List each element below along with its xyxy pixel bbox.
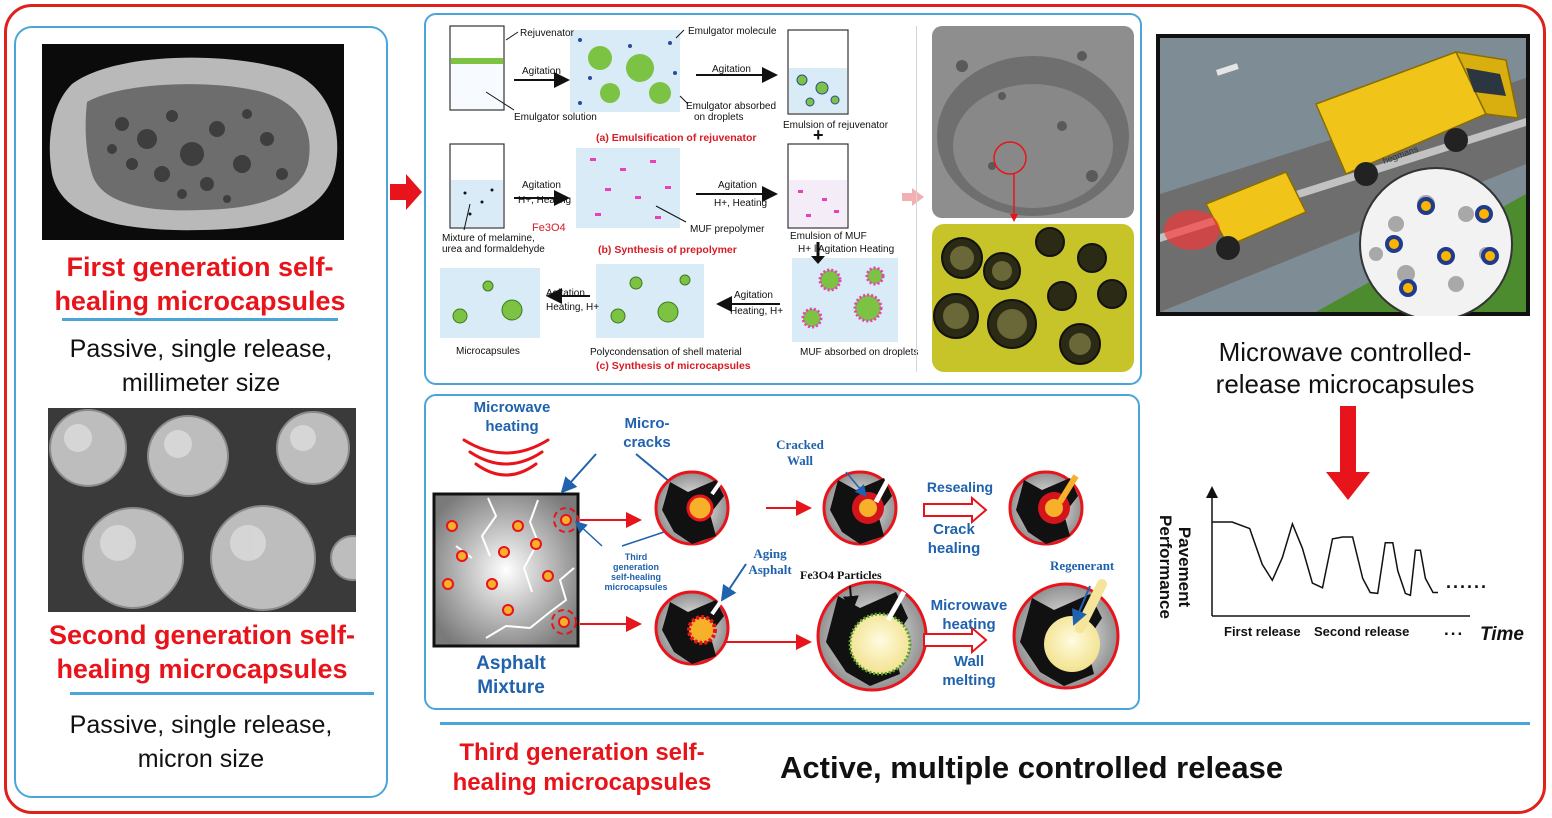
down-arrow-icon (1326, 406, 1370, 500)
first-gen-title: First generation self- healing microcaps… (54, 252, 346, 316)
panel-synthesis-process (424, 13, 1142, 385)
chart-xlabel: Time (1480, 624, 1525, 645)
active-release-summary: Active, multiple controlled release (780, 750, 1284, 785)
chart-series-line (1212, 521, 1438, 597)
label-micro-cracks: Micro- cracks (623, 415, 671, 451)
label-heating-b1: H+, Heating (518, 195, 572, 206)
label-polycondensation: Polycondensation of shell material (590, 347, 742, 358)
healing-mechanism-diagram (432, 438, 1120, 692)
chart-ylabel: Pavement Performance (1156, 515, 1194, 619)
label-heating-b2: H+, Heating (714, 198, 768, 209)
label-crack-healing: Crack healing (927, 521, 981, 557)
label-muf-prepolymer: MUF prepolymer (690, 224, 765, 235)
red-arrow-icon (390, 174, 422, 210)
third-gen-divider (440, 722, 1530, 725)
panel-passive-generations (14, 26, 388, 798)
first-gen-ct-image (42, 44, 344, 240)
label-emulsion-muf: Emulsion of MUF (790, 231, 867, 242)
label-agitation-b2: Agitation (718, 180, 757, 191)
label-fe3o4: Fe3O4 (532, 222, 566, 234)
second-gen-title: Second generation self- healing microcap… (48, 620, 356, 684)
performance-chart (1206, 486, 1470, 617)
label-cracked-wall: Cracked Wall (776, 437, 824, 468)
chart-annotation-ellipsis: ... (1444, 620, 1465, 639)
caption-emulsification: (a) Emulsification of rejuvenator (596, 132, 757, 144)
label-regenerant: Regenerant (1050, 558, 1115, 573)
microwave-truck-image: hegmans (1156, 34, 1530, 316)
label-heating-c2: Heating, H+ (730, 306, 784, 317)
label-agitation-c2: Agitation (734, 290, 773, 301)
label-asphalt-mixture: Asphalt Mixture (476, 653, 546, 698)
chart-trailing-dots: ...... (1446, 572, 1489, 592)
label-emulgator-absorbed: Emulgator absorbed on droplets (686, 101, 777, 123)
plus-sign: + (813, 125, 824, 145)
label-rejuvenator: Rejuvenator (520, 28, 574, 39)
label-mixture: Mixture of melamine, urea and formaldehy… (442, 233, 545, 255)
label-agitation-a1: Agitation (522, 66, 561, 77)
third-gen-title: Third generation self- healing microcaps… (452, 739, 712, 796)
label-mw-heating: Microwave heating (930, 597, 1008, 633)
label-heating-c1: Heating, H+ (546, 302, 600, 313)
microwave-caps-title: Microwave controlled- release microcapsu… (1215, 337, 1475, 399)
label-emulgator-molecule: Emulgator molecule (688, 26, 777, 37)
microcapsule-photos (932, 26, 1134, 372)
second-gen-divider (70, 692, 374, 695)
first-gen-description: Passive, single release, millimeter size (69, 335, 333, 397)
chart-annotation-second-release: Second release (1314, 624, 1410, 639)
second-gen-sem-image (48, 408, 356, 612)
faint-arrow-icon (902, 188, 924, 206)
label-wall-melting: Wall melting (942, 653, 996, 689)
process-separator (916, 26, 917, 372)
label-emulgator-solution: Emulgator solution (514, 112, 597, 123)
caption-prepolymer: (b) Synthesis of prepolymer (598, 244, 737, 256)
synthesis-process-diagram (440, 25, 898, 342)
label-agitation-heating: H+ ‖Agitation Heating (798, 244, 895, 255)
label-aging-asphalt: Aging Asphalt (748, 546, 792, 577)
label-agitation-c1: Agitation (546, 288, 585, 299)
label-microcapsules: Microcapsules (456, 346, 520, 357)
label-agitation-a2: Agitation (712, 64, 751, 75)
first-gen-divider (62, 318, 338, 321)
chart-annotation-first-release: First release (1224, 624, 1301, 639)
label-agitation-b1: Agitation (522, 180, 561, 191)
label-emulsion-rejuvenator: Emulsion of rejuvenator (783, 120, 889, 131)
outer-frame (4, 4, 1546, 814)
label-muf-absorbed: MUF absorbed on droplets (800, 347, 919, 358)
label-third-gen-microcapsules: Third generation self-healing microcapsu… (604, 552, 668, 592)
second-gen-description: Passive, single release, micron size (69, 711, 333, 773)
label-fe3o4-particles: Fe3O4 Particles (800, 568, 882, 582)
panel-healing-mechanism (424, 394, 1140, 710)
label-microwave-heating: Microwave heating (473, 399, 551, 435)
caption-microcapsules: (c) Synthesis of microcapsules (596, 360, 751, 372)
label-resealing: Resealing (926, 479, 994, 495)
